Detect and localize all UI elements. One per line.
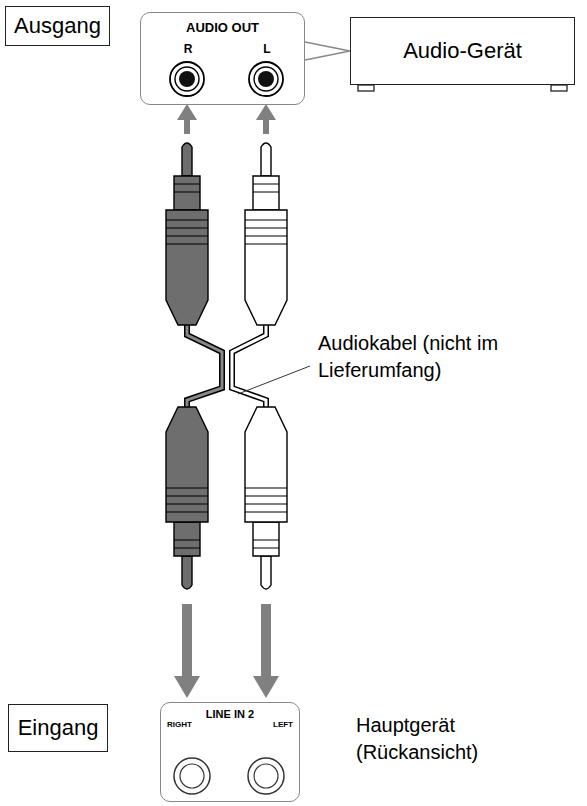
rca-plug xyxy=(166,143,208,325)
cable-label: Audiokabel (nicht im Lieferumfang) xyxy=(318,330,558,384)
output-jacks xyxy=(170,62,283,96)
output-panel: AUDIO OUT R L xyxy=(140,12,305,105)
box-text: Ausgang xyxy=(14,13,101,39)
insert-arrow xyxy=(177,104,276,134)
callout-pointer xyxy=(305,42,350,60)
device-foot xyxy=(358,85,374,91)
device-box: Audio-Gerät xyxy=(350,17,575,85)
rca-plug xyxy=(245,143,287,325)
section-label-box: Eingang xyxy=(8,704,108,752)
insert-arrow xyxy=(174,604,279,698)
device-foot xyxy=(551,85,567,91)
input-jacks xyxy=(174,758,284,794)
rca-plug xyxy=(245,407,287,589)
input-panel: LINE IN 2RIGHT LEFT xyxy=(160,702,300,802)
panel-title: AUDIO OUT xyxy=(141,20,304,35)
cable-wire xyxy=(187,323,266,407)
box-text: Eingang xyxy=(18,715,99,741)
channel-label: RIGHT xyxy=(167,720,192,729)
leader-line xyxy=(238,366,310,394)
box-text: Audio-Gerät xyxy=(403,38,522,64)
channel-label: R xyxy=(181,42,195,56)
rca-plug xyxy=(166,407,208,589)
section-label-box: Ausgang xyxy=(5,6,110,46)
channel-label: LEFT xyxy=(273,720,293,729)
channel-label: L xyxy=(260,42,274,56)
panel-title: LINE IN 2 xyxy=(161,708,299,720)
device-label: Hauptgerät (Rückansicht) xyxy=(356,712,556,766)
